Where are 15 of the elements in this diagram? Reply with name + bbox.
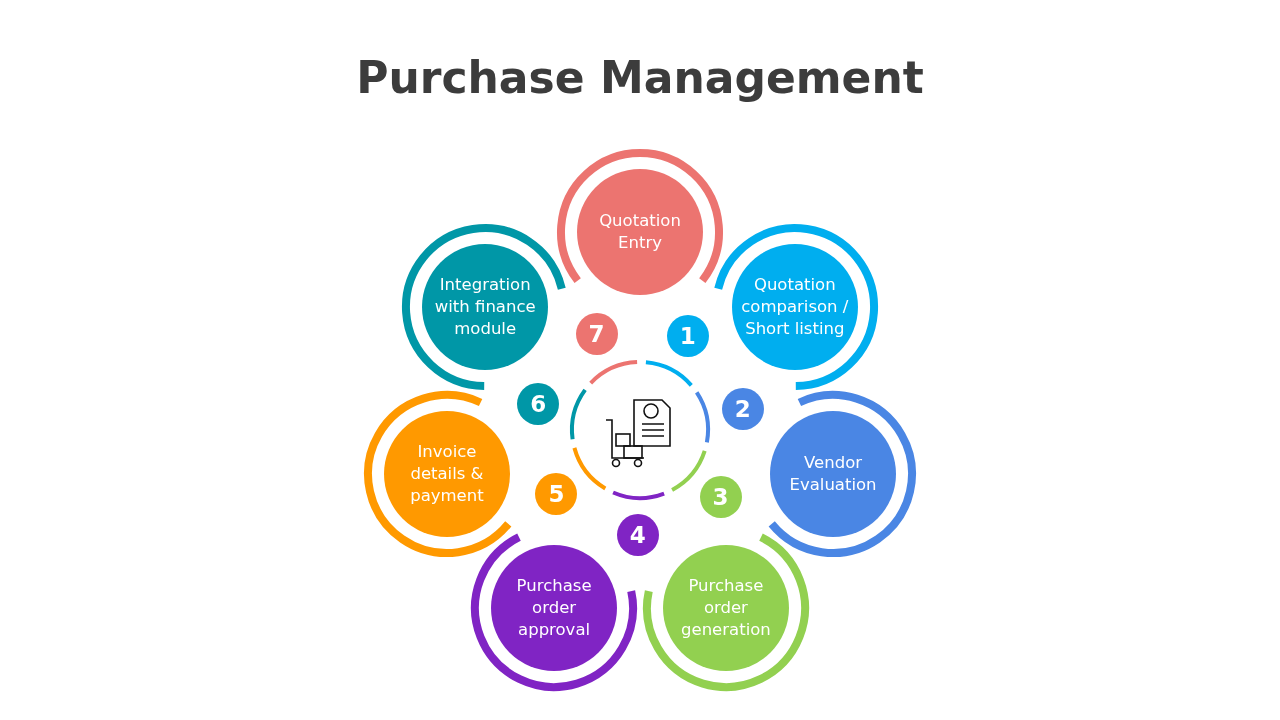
step-label: Quotation comparison / Short listing — [740, 273, 850, 340]
number-badge: 6 — [517, 383, 560, 426]
number-badge: 1 — [666, 315, 709, 358]
number-badge: 3 — [699, 476, 742, 519]
step-label: Purchase order approval — [515, 575, 593, 642]
step-label: Quotation Entry — [598, 210, 682, 254]
number-badge: 2 — [721, 387, 764, 430]
step-label: Integration with finance module — [433, 273, 537, 340]
step-label: Vendor Evaluation — [788, 452, 878, 497]
number-badge: 7 — [575, 313, 618, 356]
step-label: Invoice details & payment — [409, 441, 485, 508]
title: Purchase Management — [356, 52, 924, 103]
step-label: Purchase order generation — [680, 575, 772, 642]
number-badge: 4 — [616, 513, 659, 556]
number-badge: 5 — [535, 472, 578, 515]
